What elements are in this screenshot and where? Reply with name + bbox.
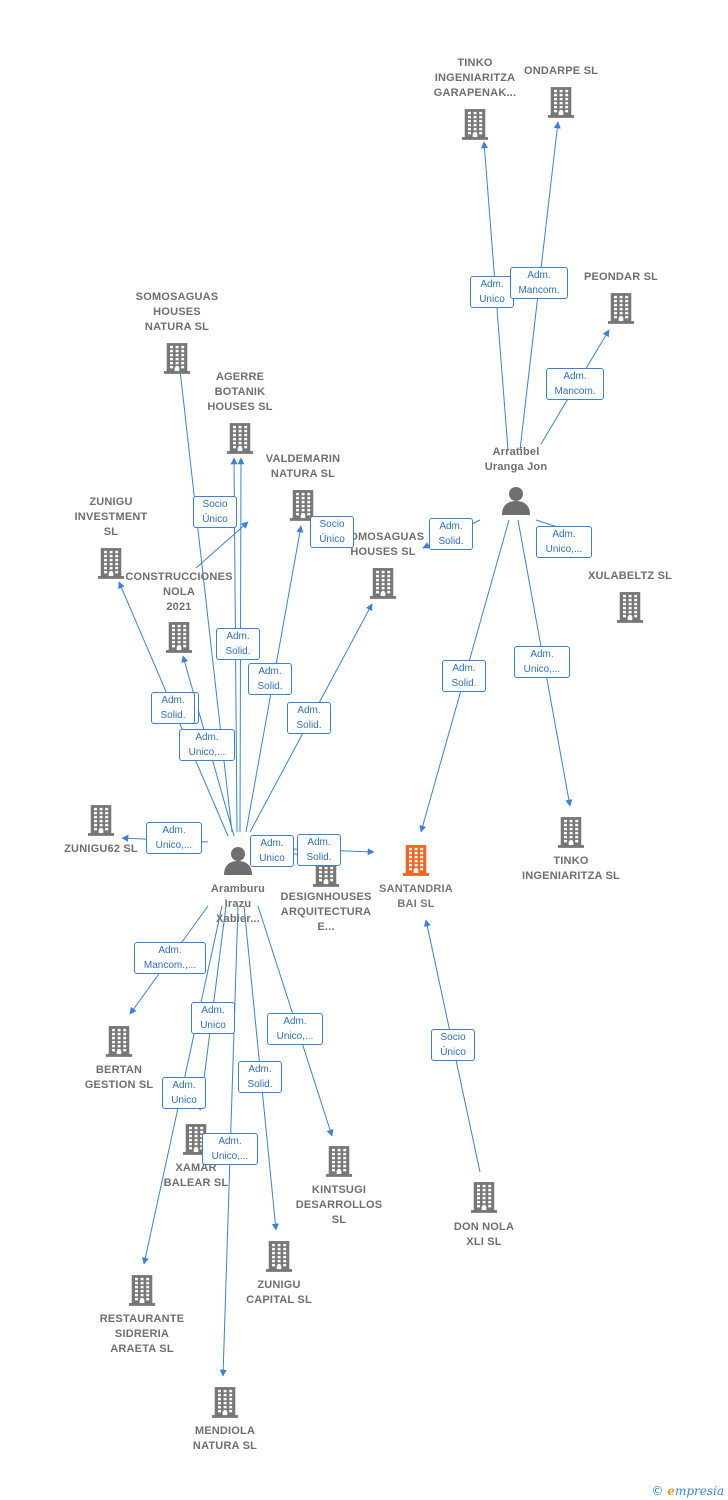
node-label: DESIGNHOUSES ARQUITECTURA E... xyxy=(280,891,372,933)
relation-label[interactable]: Adm. Solid. xyxy=(429,518,473,550)
node-label: XAMAR BALEAR SL xyxy=(163,1162,229,1189)
node-label: ONDARPE SL xyxy=(523,65,599,77)
edge-aramburu-to-valdemarin xyxy=(195,521,249,569)
relation-label[interactable]: Adm. Unico xyxy=(250,835,294,867)
node-label: TINKO INGENIARITZA GARAPENAK... xyxy=(433,57,517,99)
node-label: Aramburu Irazu Xabier... xyxy=(210,883,266,925)
relation-label[interactable]: Adm. Unico xyxy=(162,1077,206,1109)
node-label: BERTAN GESTION SL xyxy=(84,1064,154,1091)
relation-label[interactable]: Adm. Unico,... xyxy=(514,646,570,678)
node-label: AGERRE BOTANIK HOUSES SL xyxy=(207,371,273,413)
relation-label[interactable]: Adm. Unico,... xyxy=(146,822,202,854)
node-label: MENDIOLA NATURA SL xyxy=(192,1425,258,1452)
relation-label[interactable]: Adm. Unico,... xyxy=(536,526,592,558)
node-label: VALDEMARIN NATURA SL xyxy=(265,453,341,480)
relation-label[interactable]: Adm. Unico xyxy=(191,1002,235,1034)
node-label: Arratibel Uranga Jon xyxy=(484,446,548,473)
relation-label[interactable]: Socio Único xyxy=(310,516,354,548)
node-label: SOMOSAGUAS HOUSES NATURA SL xyxy=(135,291,219,333)
relation-label[interactable]: Adm. Solid. xyxy=(297,834,341,866)
node-label: SANTANDRIA BAI SL xyxy=(379,883,453,910)
node-label: PEONDAR SL xyxy=(583,271,659,283)
copyright-symbol: © xyxy=(651,1484,664,1498)
relation-label[interactable]: Adm. Solid. xyxy=(248,663,292,695)
relation-label[interactable]: Socio Único xyxy=(193,496,237,528)
brand-initial: e xyxy=(667,1484,675,1498)
node-label: SOMOSAGUAS HOUSES SL xyxy=(341,531,425,558)
copyright-notice: © empresia xyxy=(651,1484,724,1498)
node-label: ZUNIGU CAPITAL SL xyxy=(246,1279,312,1306)
relation-label[interactable]: Adm. Mancom. xyxy=(510,267,568,299)
relation-label[interactable]: Adm. Solid. xyxy=(151,692,195,724)
node-label: DON NOLA XLI SL xyxy=(453,1221,515,1248)
node-label: ZUNIGU62 SL xyxy=(64,843,138,855)
relation-label[interactable]: Adm. Solid. xyxy=(287,702,331,734)
relation-label[interactable]: Adm. Mancom. xyxy=(546,368,604,400)
node-label: TINKO INGENIARITZA SL xyxy=(522,855,620,882)
relation-label[interactable]: Adm. Mancom.,... xyxy=(134,942,206,974)
node-label: XULABELTZ SL xyxy=(587,570,673,582)
node-label: RESTAURANTE SIDRERIA ARAETA SL xyxy=(99,1313,185,1355)
relation-label[interactable]: Adm. Unico,... xyxy=(267,1013,323,1045)
node-label: ZUNIGU INVESTMENT SL xyxy=(74,496,148,538)
relation-label[interactable]: Adm. Solid. xyxy=(238,1061,282,1093)
relation-label[interactable]: Adm. Solid. xyxy=(216,628,260,660)
relation-label[interactable]: Adm. Unico,... xyxy=(202,1133,258,1165)
relation-label[interactable]: Adm. Unico xyxy=(470,276,514,308)
relation-label[interactable]: Adm. Unico,... xyxy=(179,729,235,761)
relation-label[interactable]: Adm. Solid. xyxy=(442,660,486,692)
node-label: KINTSUGI DESARROLLOS SL xyxy=(295,1184,383,1226)
relation-label[interactable]: Socio Único xyxy=(431,1029,475,1061)
brand-name: mpresia xyxy=(674,1484,724,1498)
node-label: CONSTRUCCIONES NOLA 2021 xyxy=(125,571,233,613)
